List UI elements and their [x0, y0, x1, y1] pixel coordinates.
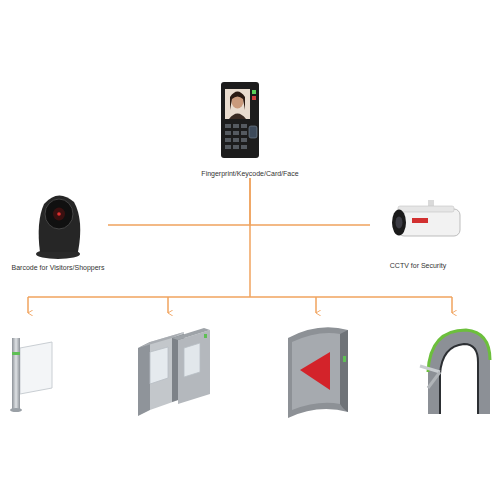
terminal-body	[221, 82, 259, 158]
key	[241, 131, 247, 135]
camera-logo	[412, 218, 428, 223]
fingerprint-sensor	[249, 126, 257, 138]
wire	[249, 225, 251, 297]
camera-body	[398, 209, 460, 236]
key	[241, 138, 247, 142]
face-image	[229, 114, 246, 120]
key	[233, 124, 239, 128]
device-label: Fingerprint/Keycode/Card/Face	[165, 169, 335, 178]
key	[225, 131, 231, 135]
tripod-trim	[440, 344, 478, 414]
connector-wire	[250, 178, 370, 225]
swing-glass	[150, 347, 168, 384]
wire-arrow	[315, 297, 317, 313]
gate-light	[12, 352, 20, 355]
glass-wing	[20, 342, 52, 394]
gate-cabinet	[138, 342, 150, 416]
device-label: CCTV for Security	[350, 261, 486, 270]
flap-cabinet	[340, 330, 348, 412]
flap-cabinet	[288, 327, 348, 418]
scanner-laser	[57, 212, 61, 216]
gate-light	[204, 334, 207, 338]
gate-pole	[12, 338, 20, 410]
scanner-window	[45, 199, 73, 229]
gate-cabinet	[178, 330, 210, 404]
status-light	[252, 96, 256, 100]
scanner-window	[53, 208, 65, 221]
keypad	[225, 124, 247, 149]
camera-lens	[396, 217, 403, 229]
key	[225, 145, 231, 149]
key	[233, 131, 239, 135]
wire-arrow	[451, 297, 453, 313]
key	[241, 145, 247, 149]
status-light	[252, 90, 256, 94]
gate-light	[343, 356, 346, 362]
key	[233, 145, 239, 149]
barcode-scanner: Barcode for Visitors/Shoppers	[8, 186, 108, 272]
terminal-screen	[225, 89, 250, 119]
access-terminal: Fingerprint/Keycode/Card/Face	[185, 78, 315, 178]
key	[233, 138, 239, 142]
wire-arrow	[167, 297, 169, 313]
connector-wire	[108, 178, 250, 225]
tripod-trim	[428, 330, 490, 372]
key	[225, 138, 231, 142]
scanner-body	[39, 195, 81, 252]
wire-arrow	[27, 297, 29, 313]
swing-glass	[184, 343, 200, 377]
gate-cabinet	[172, 328, 210, 340]
wire	[28, 296, 452, 298]
camera-hood	[398, 206, 454, 212]
flap-panel	[300, 352, 330, 390]
key	[241, 124, 247, 128]
key	[225, 124, 231, 128]
tripod-arm	[420, 366, 440, 372]
flap-cabinet	[292, 333, 340, 410]
face-image	[230, 92, 245, 111]
cctv-camera: CCTV for Security	[370, 196, 466, 270]
device-label: Barcode for Visitors/Shoppers	[0, 263, 128, 272]
gate-pole	[10, 408, 22, 412]
tripod-arm	[428, 372, 440, 388]
camera-front	[392, 210, 406, 236]
